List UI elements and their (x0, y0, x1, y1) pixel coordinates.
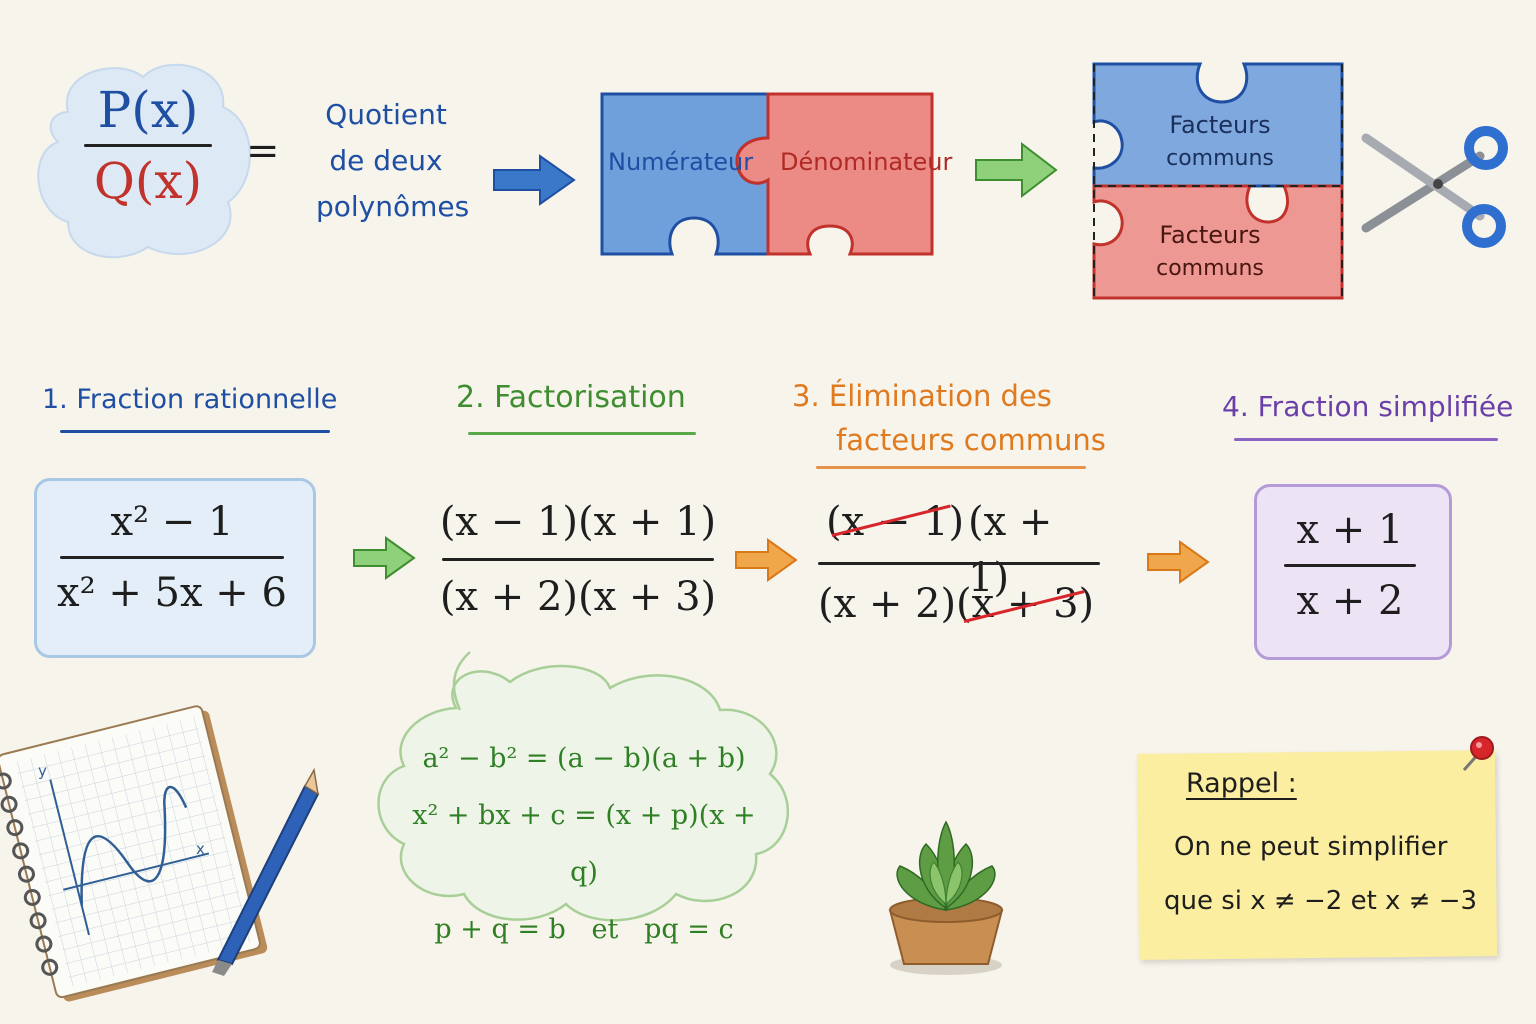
step-2-fraction: (x − 1)(x + 1) (x + 2)(x + 3) (436, 494, 720, 625)
step-2-numerator: (x − 1)(x + 1) (439, 499, 717, 545)
denominator-label: Dénominateur (780, 148, 953, 176)
definition-fraction: P(x) Q(x) (78, 80, 218, 211)
step-4-box (1254, 484, 1452, 660)
step-3-title-line-2: facteurs communs (836, 423, 1106, 457)
common-factors-top-line-1: Facteurs (1169, 111, 1271, 139)
step-4-denominator: x + 2 (1296, 578, 1404, 624)
formula-sum-product: p + q = b et pq = c (434, 914, 734, 945)
succulent-plant-icon (888, 820, 1004, 975)
notebook-y-axis-label: y (38, 762, 47, 780)
step-3-underline (816, 466, 1086, 469)
arrow-right-icon (353, 536, 416, 580)
step-4-title: 4. Fraction simplifiée (1222, 390, 1514, 423)
step-4-numerator: x + 1 (1296, 507, 1404, 553)
notebook-x-axis-label: x (196, 840, 205, 858)
common-factors-top-line-2: communs (1166, 146, 1274, 171)
common-factors-bottom-label: Facteurs communs (1140, 218, 1280, 286)
formula-quadratic-factoring: x² + bx + c = (x + p)(x + q) (412, 800, 756, 888)
common-factors-bottom-line-2: communs (1156, 256, 1264, 281)
reminder-title: Rappel : (1186, 768, 1297, 799)
description-line-1: Quotient (325, 98, 447, 131)
puzzle-pieces (600, 92, 934, 256)
fraction-bar (84, 144, 212, 147)
step-2-underline (468, 432, 696, 435)
definition-description: Quotient de deux polynômes (316, 92, 470, 230)
step-4-fraction: x + 1 x + 2 (1278, 504, 1422, 627)
step-3-denominator-kept: (x + 2) (818, 581, 957, 627)
arrow-right-icon (975, 141, 1058, 199)
notebook-icon: y x (0, 705, 320, 1002)
pencil-icon (212, 767, 320, 976)
arrow-right-icon (735, 538, 798, 582)
step-3-title: 3. Élimination des facteurs communs (792, 374, 1106, 462)
numerator-label: Numérateur (608, 148, 754, 176)
step-3-title-line-1: 3. Élimination des (792, 379, 1052, 413)
step-2-denominator: (x + 2)(x + 3) (439, 574, 717, 620)
polynomial-q: Q(x) (93, 152, 203, 210)
pushpin-icon (1462, 736, 1494, 771)
step-4-underline (1234, 438, 1498, 441)
common-factor-bottom (1092, 184, 1344, 300)
step-1-denominator: x² + 5x + 6 (57, 570, 287, 616)
definition-cloud (37, 63, 251, 259)
fraction-bar (60, 556, 284, 559)
common-factors-bottom-line-1: Facteurs (1159, 221, 1261, 249)
reminder-line-2: que si x ≠ −2 et x ≠ −3 (1164, 886, 1478, 916)
formula-difference-of-squares: a² − b² = (a − b)(a + b) (422, 743, 746, 774)
step-1-numerator: x² − 1 (110, 499, 234, 545)
fraction-bar (442, 558, 714, 561)
arrow-right-icon (1147, 540, 1210, 584)
reminder-body: On ne peut simplifier que si x ≠ −2 et x… (1164, 820, 1477, 928)
formula-cloud (377, 651, 790, 922)
step-3-numerator-cancelled: (x − 1) (826, 499, 965, 545)
reminder-line-1: On ne peut simplifier (1174, 832, 1448, 862)
step-3-fraction: (x − 1) (x + 1) (x + 2) (x + 3) (814, 494, 1104, 644)
scissors-icon (1361, 126, 1508, 248)
fraction-bar (818, 562, 1100, 565)
polynomial-p: P(x) (97, 81, 199, 139)
description-line-2: de deux (329, 144, 443, 177)
step-1-fraction: x² − 1 x² + 5x + 6 (54, 496, 290, 619)
step-1-underline (60, 430, 330, 433)
equals-sign: = (246, 128, 280, 174)
step-1-title: 1. Fraction rationnelle (42, 384, 338, 415)
fraction-bar (1284, 564, 1416, 567)
puzzle-piece-denominator (735, 92, 934, 256)
step-1-box (34, 478, 316, 658)
common-factors-top-label: Facteurs communs (1150, 108, 1290, 176)
formula-list: a² − b² = (a − b)(a + b) x² + bx + c = (… (404, 730, 764, 958)
step-2-title: 2. Factorisation (456, 380, 686, 415)
common-factors-pieces (1092, 62, 1344, 300)
description-line-3: polynômes (316, 190, 470, 223)
arrow-right-icon (493, 154, 576, 206)
